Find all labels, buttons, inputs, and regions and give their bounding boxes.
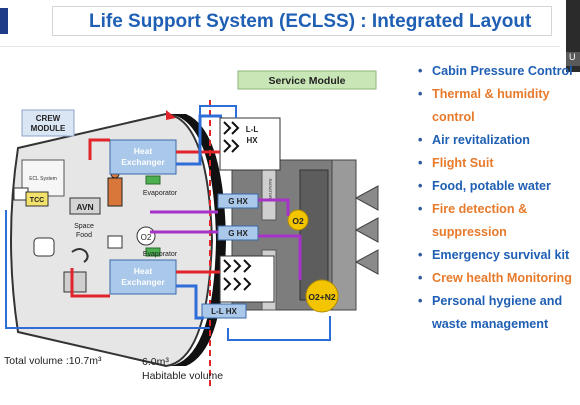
heat-exchanger-top xyxy=(109,139,177,175)
crew-module-label-box xyxy=(21,109,75,137)
blue-pipe-top xyxy=(176,114,222,166)
evaporator-bottom-unit xyxy=(145,247,161,257)
eclss-function-list: Cabin Pressure Control Thermal & humidit… xyxy=(414,60,580,336)
heat-exchanger-bottom-line1: Heat xyxy=(134,266,153,276)
service-module-label: Service Module xyxy=(268,75,345,87)
heat-exchanger-bottom xyxy=(109,259,177,295)
total-volume-caption: Total volume :10.7m³ xyxy=(4,355,102,367)
blue-loop-service xyxy=(227,316,331,341)
bullet-flight-suit: Flight Suit xyxy=(414,152,580,175)
service-module-label-box xyxy=(237,70,377,90)
blue-loop-left xyxy=(5,210,210,329)
bullet-thermal-humidity: Thermal & humidity control xyxy=(414,83,580,129)
thruster-1 xyxy=(354,185,379,211)
tcc-label: TCC xyxy=(30,197,44,204)
crew-tip-marker xyxy=(166,110,176,120)
eclss-layout-diagram: Service Module CREW MODULE ECL System TC… xyxy=(5,70,379,386)
habitable-volume-label: Habitable volume xyxy=(142,370,224,382)
engine-section xyxy=(331,159,357,311)
bullet-crew-health: Crew health Monitoring xyxy=(414,267,580,290)
slide-title: Life Support System (ECLSS) : Integrated… xyxy=(52,6,552,36)
title-accent-bar xyxy=(0,8,8,34)
tcc-box xyxy=(25,191,49,207)
avn-label: AVN xyxy=(76,202,93,212)
blue-pipe-bottom xyxy=(176,284,204,320)
ll-hx-bottom-label: L-L HX xyxy=(211,307,237,316)
g-hx-2-label: G HX xyxy=(228,229,248,238)
fan-icon xyxy=(107,235,123,249)
heat-exchanger-top-line2: Exchanger xyxy=(121,157,165,167)
thruster-2 xyxy=(354,217,379,243)
heat-exchanger-bottom-line2: Exchanger xyxy=(121,277,165,287)
radiator-top-label: RADIATORS xyxy=(268,179,273,202)
evaporator-top-label: Evaporator xyxy=(143,190,178,197)
bullet-air-revitalization: Air revitalization xyxy=(414,129,580,152)
food-container-icon xyxy=(63,271,87,293)
toilet-icon xyxy=(33,237,55,257)
crew-module-label-line2: MODULE xyxy=(31,124,66,133)
g-hx-1-label: G HX xyxy=(228,197,248,206)
evaporator-bottom-label: Evaporator xyxy=(143,251,178,258)
ll-hx-top-line1: L-L xyxy=(246,125,259,134)
avn-box xyxy=(69,197,101,215)
o2-tank xyxy=(287,209,309,231)
webcam-initial: U xyxy=(569,52,576,62)
red-pipe-left xyxy=(70,268,110,298)
bullet-fire-detection: Fire detection & suppression xyxy=(414,198,580,244)
evaporator-top-unit xyxy=(145,175,161,185)
habitable-volume-value: 6.0m³ xyxy=(142,356,169,368)
crew-figure-icon xyxy=(107,177,123,207)
slide-header: Life Support System (ECLSS) : Integrated… xyxy=(0,0,560,47)
thruster-3 xyxy=(354,249,379,275)
ll-hx-top-line2: HX xyxy=(246,136,258,145)
heat-exchanger-top-line1: Heat xyxy=(134,146,153,156)
crew-module-label-line1: CREW xyxy=(36,114,61,123)
propellant-tanks xyxy=(299,169,329,301)
o2-n2-tank xyxy=(305,279,339,313)
bullet-food-water: Food, potable water xyxy=(414,175,580,198)
o2-tank-label: O2 xyxy=(292,216,304,226)
heat-shield xyxy=(170,114,226,366)
ll-hx-bottom xyxy=(201,303,247,319)
space-food-label-line1: Space xyxy=(74,223,94,230)
bullet-survival-kit: Emergency survival kit xyxy=(414,244,580,267)
purple-o2-lines xyxy=(150,210,218,234)
hygiene-pipe-icon xyxy=(71,248,89,263)
space-food-label-line2: Food xyxy=(76,232,92,239)
red-pipe-top xyxy=(88,138,110,160)
eclss-unit-label: ECL System xyxy=(29,176,57,182)
bullet-hygiene-waste: Personal hygiene and waste management xyxy=(414,290,580,336)
o2-n2-tank-label: O2+N2 xyxy=(308,292,335,302)
eclss-unit-box xyxy=(21,159,65,197)
cabin-o2-label: O2 xyxy=(141,233,152,242)
bullet-cabin-pressure: Cabin Pressure Control xyxy=(414,60,580,83)
